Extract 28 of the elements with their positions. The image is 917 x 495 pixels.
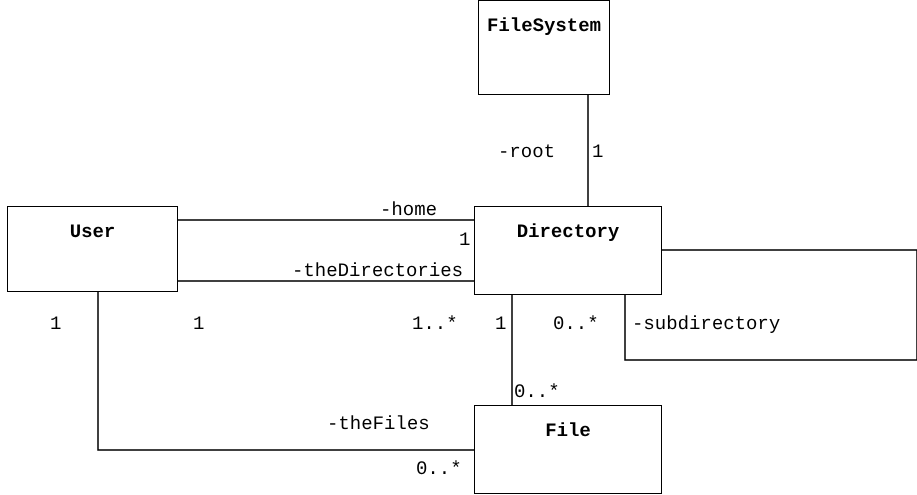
- multiplicity: 0..*: [553, 313, 599, 335]
- multiplicity: 1: [495, 313, 506, 335]
- role-name: -theFiles: [327, 413, 430, 435]
- association-line: [511, 295, 513, 405]
- association-line: [587, 95, 589, 206]
- association-line: [178, 280, 474, 282]
- role-name: -root: [498, 141, 556, 163]
- multiplicity: 1: [592, 141, 604, 163]
- role-name: -subdirectory: [632, 313, 780, 335]
- multiplicity: 0..*: [514, 381, 560, 403]
- multiplicity: 1: [459, 229, 470, 251]
- multiplicity: 1: [193, 313, 204, 335]
- association-line: [624, 249, 917, 361]
- class-name: File: [544, 420, 592, 442]
- class-name: Directory: [516, 221, 620, 243]
- class-name: FileSystem: [486, 15, 602, 37]
- multiplicity: 0..*: [416, 458, 462, 480]
- class-box: [474, 405, 662, 494]
- role-name: -theDirectories: [292, 260, 464, 282]
- role-name: -home: [380, 199, 438, 221]
- class-box: [478, 0, 610, 95]
- class-name: User: [68, 221, 116, 243]
- multiplicity: 1: [50, 313, 62, 335]
- association-line: [178, 219, 474, 221]
- multiplicity: 1..*: [412, 313, 458, 335]
- association-line: [97, 292, 474, 451]
- class-box: [474, 206, 662, 295]
- class-box: [7, 206, 178, 292]
